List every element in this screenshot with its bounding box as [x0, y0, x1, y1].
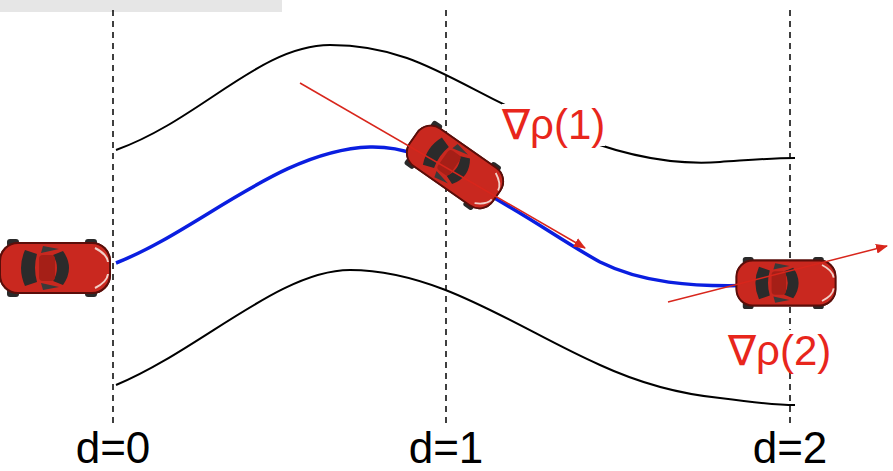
distance-label: d=1	[409, 426, 484, 470]
distance-label: d=0	[76, 426, 151, 470]
distance-label: d=2	[753, 426, 828, 470]
gradient-label: ∇ρ(1)	[502, 104, 605, 146]
gradient-label: ∇ρ(2)	[728, 330, 831, 372]
